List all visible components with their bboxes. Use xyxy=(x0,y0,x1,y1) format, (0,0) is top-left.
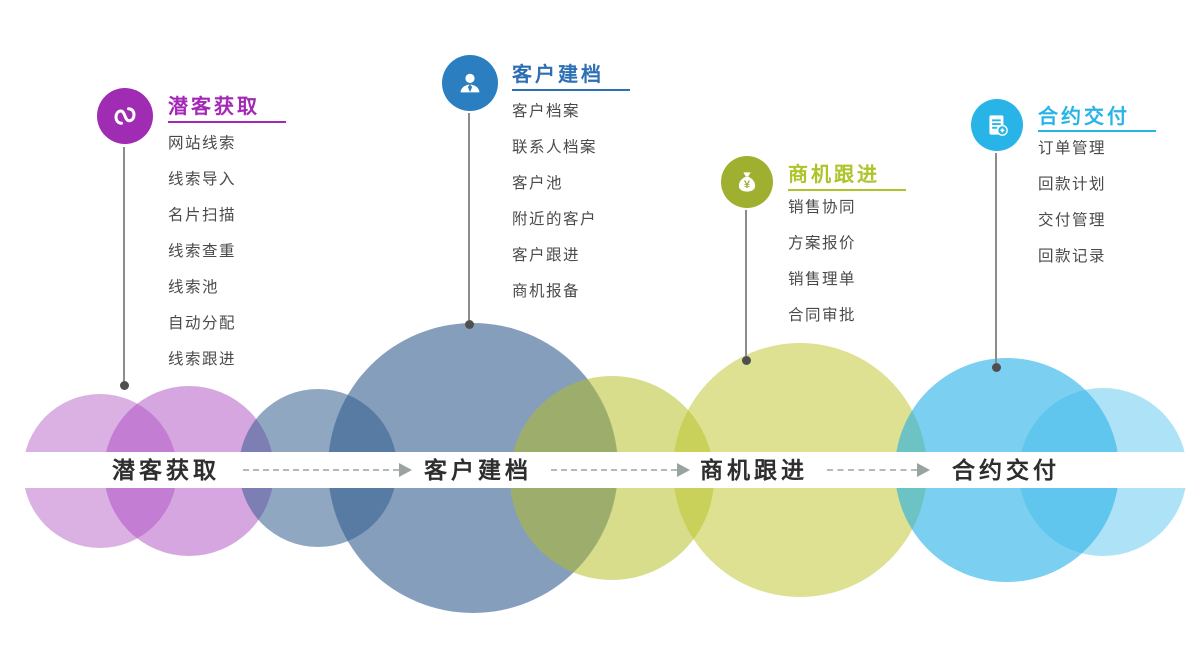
flow-arrowhead-2 xyxy=(677,463,690,477)
connector-dot xyxy=(465,320,474,329)
list-item: 附近的客户 xyxy=(512,211,598,228)
flow-arrowhead-3 xyxy=(917,463,930,477)
contract-stage-feature-list: 订单管理 回款计划 交付管理 回款记录 xyxy=(1038,131,1106,275)
list-item: 交付管理 xyxy=(1038,212,1107,229)
connector-line xyxy=(123,147,125,381)
flow-arrow-line-2 xyxy=(551,469,677,471)
list-item: 线索跟进 xyxy=(168,351,237,368)
flow-arrow-line-3 xyxy=(827,469,917,471)
yen-symbol: ¥ xyxy=(744,179,751,191)
stage-title-contract-delivery: 合约交付 xyxy=(1038,106,1130,128)
customer-stage-feature-list: 客户档案 联系人档案 客户池 附近的客户 客户跟进 商机报备 xyxy=(512,94,597,310)
list-item: 线索查重 xyxy=(168,243,237,260)
lead-stage-icon-badge xyxy=(97,88,153,144)
flow-arrowhead-1 xyxy=(399,463,412,477)
opportunity-stage-icon-badge: ¥ xyxy=(721,156,773,208)
band-label-contract-delivery: 合约交付 xyxy=(952,457,1060,483)
list-item: 销售理单 xyxy=(788,271,857,288)
list-item: 名片扫描 xyxy=(168,207,237,224)
contract-stage-icon-badge xyxy=(971,99,1023,151)
connector-dot xyxy=(742,356,751,365)
list-item: 回款记录 xyxy=(1038,248,1107,265)
contract-icon xyxy=(989,115,1008,136)
band-label-customer-filing: 客户建档 xyxy=(424,457,532,483)
list-item: 合同审批 xyxy=(788,307,857,324)
list-item: 客户档案 xyxy=(512,103,581,120)
list-item: 线索池 xyxy=(168,279,220,296)
flow-arrow-line-1 xyxy=(243,469,399,471)
band-label-lead-acquisition: 潜客获取 xyxy=(112,457,220,483)
stage-title-underline xyxy=(788,189,906,191)
connector-line xyxy=(745,210,747,356)
list-item: 线索导入 xyxy=(168,171,237,188)
list-item: 客户跟进 xyxy=(512,247,581,264)
list-item: 网站线索 xyxy=(168,135,237,152)
connector-dot xyxy=(120,381,129,390)
money-bag-icon: ¥ xyxy=(738,172,756,192)
customer-icon xyxy=(460,73,480,93)
list-item: 联系人档案 xyxy=(512,139,598,156)
stage-title-underline xyxy=(168,121,286,123)
list-item: 客户池 xyxy=(512,175,564,192)
list-item: 订单管理 xyxy=(1038,140,1107,157)
connector-line xyxy=(995,153,997,363)
stage-title-lead-acquisition: 潜客获取 xyxy=(168,96,260,118)
stage-title-underline xyxy=(512,89,630,91)
stage-title-customer-filing: 客户建档 xyxy=(512,64,604,86)
connector-line xyxy=(468,113,470,320)
customer-stage-icon-badge xyxy=(442,55,498,111)
list-item: 回款计划 xyxy=(1038,176,1107,193)
lead-stage-feature-list: 网站线索 线索导入 名片扫描 线索查重 线索池 自动分配 线索跟进 xyxy=(168,126,236,378)
connector-dot xyxy=(992,363,1001,372)
list-item: 销售协同 xyxy=(788,199,857,216)
stage-title-underline xyxy=(1038,130,1156,132)
list-item: 自动分配 xyxy=(168,315,237,332)
opportunity-stage-feature-list: 销售协同 方案报价 销售理单 合同审批 xyxy=(788,190,856,334)
stage-title-opportunity-followup: 商机跟进 xyxy=(788,164,880,186)
band-label-opportunity-followup: 商机跟进 xyxy=(700,457,808,483)
leads-icon xyxy=(114,107,136,125)
list-item: 商机报备 xyxy=(512,283,581,300)
list-item: 方案报价 xyxy=(788,235,857,252)
